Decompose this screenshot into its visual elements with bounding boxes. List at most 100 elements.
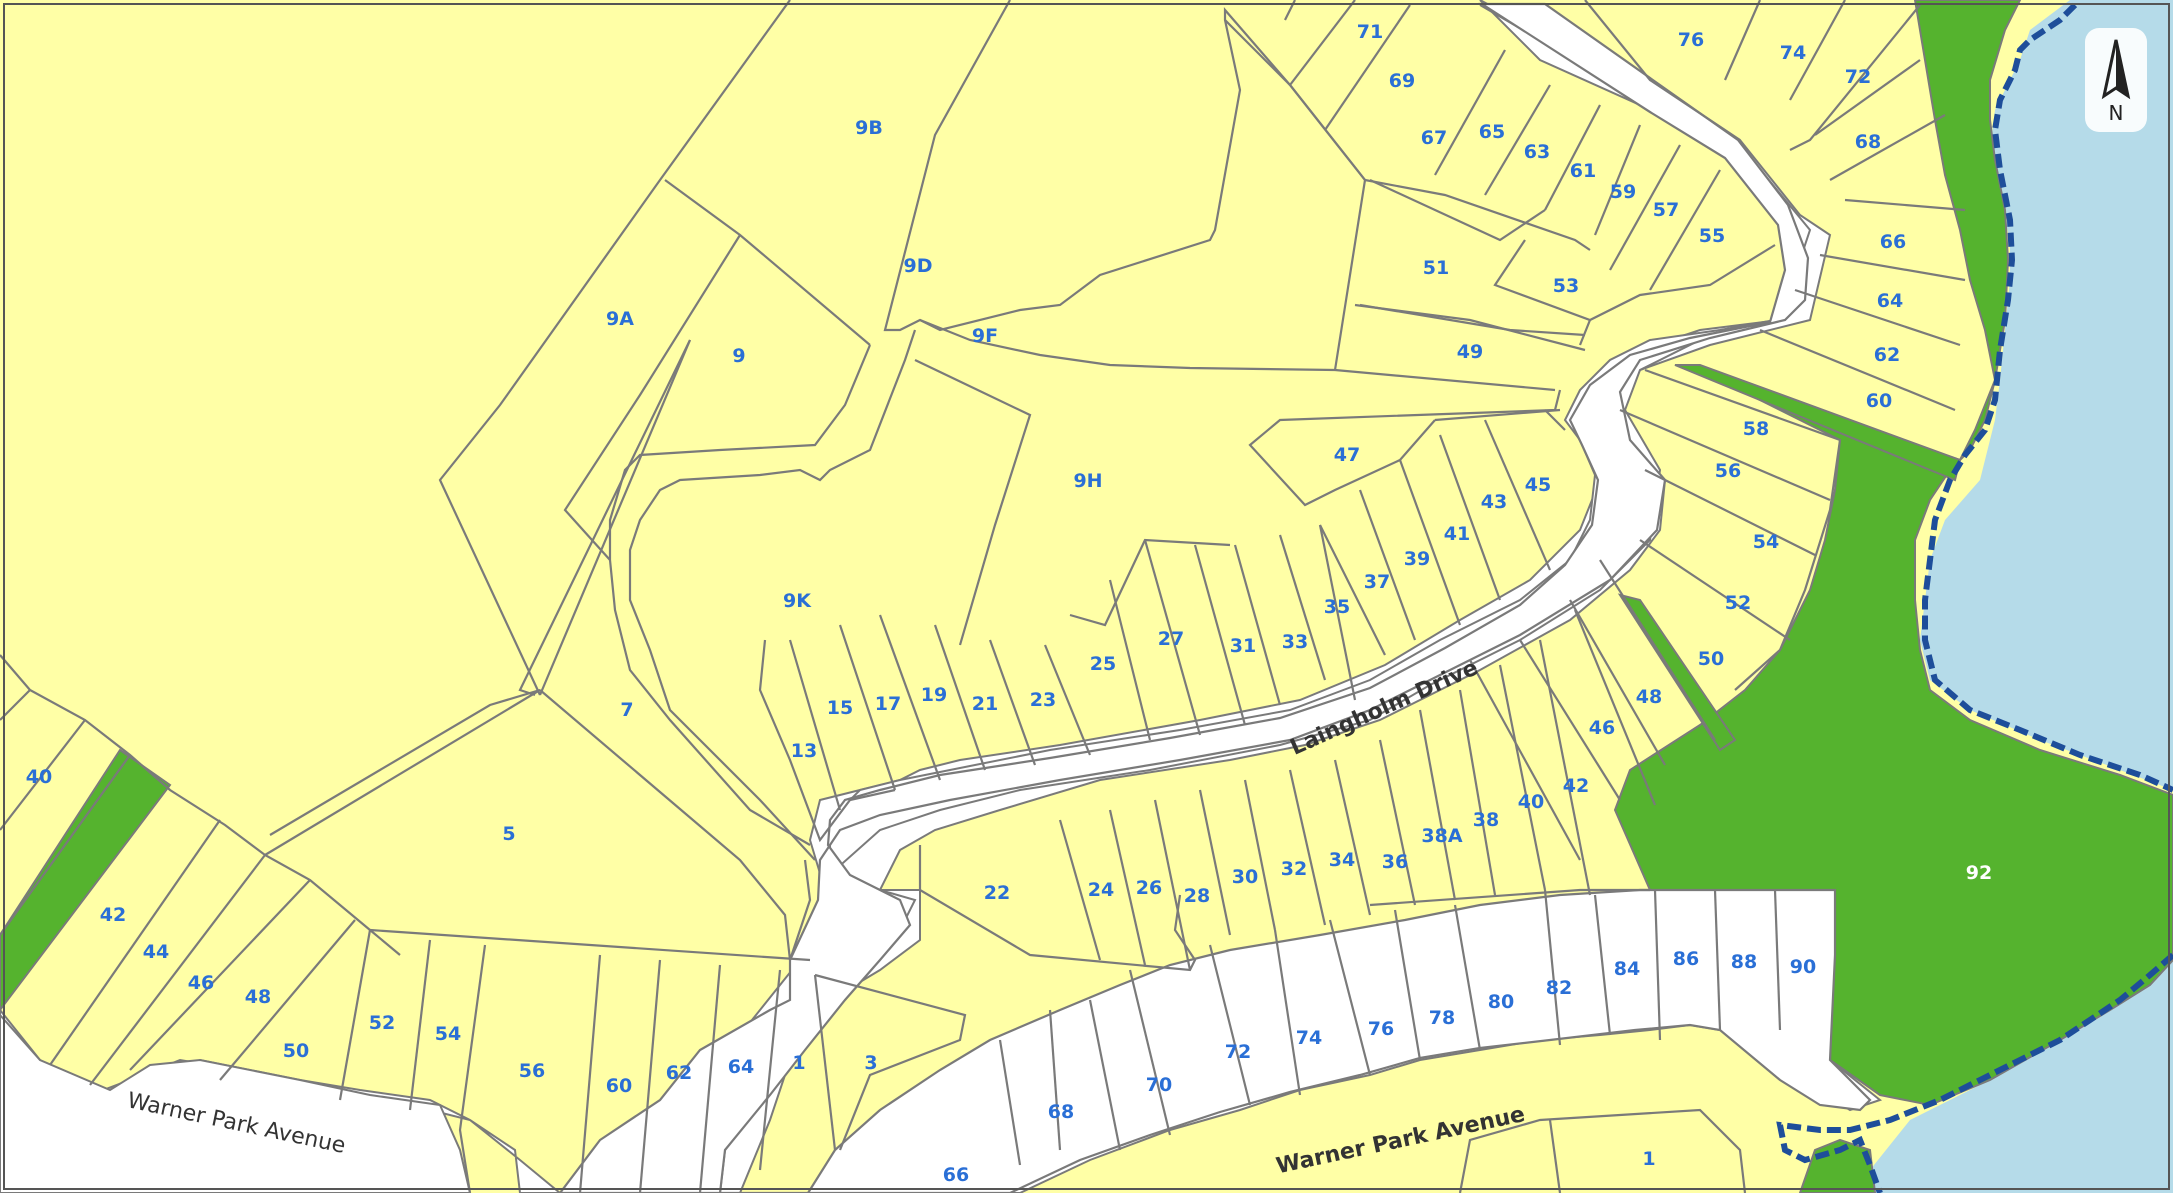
lot-label: 71 <box>1357 21 1383 43</box>
lot-label: 76 <box>1368 1018 1394 1040</box>
lot-label: 50 <box>1698 648 1724 670</box>
lot-label: 62 <box>1874 344 1900 366</box>
lot-label: 3 <box>864 1052 877 1074</box>
lot-label: 1 <box>792 1052 805 1074</box>
lot-label: 42 <box>1563 775 1589 797</box>
lot-label: 1 <box>1642 1148 1655 1170</box>
lot-label: 24 <box>1088 879 1114 901</box>
lot-label: 43 <box>1481 491 1507 513</box>
lot-label: 42 <box>100 904 126 926</box>
lot-label: 61 <box>1570 160 1596 182</box>
lot-label: 65 <box>1479 121 1505 143</box>
lot-label: 36 <box>1382 851 1408 873</box>
lot-label: 49 <box>1457 341 1483 363</box>
lot-label: 39 <box>1404 548 1430 570</box>
lot-label: 72 <box>1225 1041 1251 1063</box>
lot-label: 55 <box>1699 225 1725 247</box>
lot-label: 19 <box>921 684 947 706</box>
lot-label: 23 <box>1030 689 1056 711</box>
lot-label: 51 <box>1423 257 1449 279</box>
laingholm-drive-surface <box>0 0 1832 1193</box>
svg-text:N: N <box>2109 101 2124 125</box>
lot-label: 52 <box>369 1012 395 1034</box>
map-frame <box>3 3 2170 1190</box>
lot-label: 9D <box>904 255 933 277</box>
lot-label: 69 <box>1389 70 1415 92</box>
lot-label: 58 <box>1743 418 1769 440</box>
lot-label: 62 <box>666 1062 692 1084</box>
lot-label: 22 <box>984 882 1010 904</box>
lot-label: 86 <box>1673 948 1699 970</box>
lot-label: 74 <box>1780 42 1806 64</box>
lot-label: 47 <box>1334 444 1360 466</box>
lot-label: 48 <box>245 986 271 1008</box>
warner-park-avenue-surface <box>0 1013 472 1193</box>
lot-label: 9B <box>855 117 883 139</box>
lot-label: 21 <box>972 693 998 715</box>
lot-label: 66 <box>943 1164 969 1186</box>
lot-label: 32 <box>1281 858 1307 880</box>
lot-label: 66 <box>1880 231 1906 253</box>
lot-label: 38 <box>1473 809 1499 831</box>
road-clean <box>558 2 1872 1193</box>
lot-label: 37 <box>1364 571 1390 593</box>
lot-label: 52 <box>1725 592 1751 614</box>
reserve-strip-48 <box>1617 593 1737 752</box>
lot-label: 30 <box>1232 866 1258 888</box>
lot-label: 15 <box>827 697 853 719</box>
lot-label: 48 <box>1636 686 1662 708</box>
lot-label: 9K <box>783 590 812 612</box>
water-body <box>1860 0 2173 1193</box>
lot-label: 56 <box>1715 460 1741 482</box>
lot-label: 60 <box>606 1075 632 1097</box>
lot-label: 34 <box>1329 849 1355 871</box>
lot-label: 60 <box>1866 390 1892 412</box>
lot-label: 57 <box>1653 199 1679 221</box>
lot-label: 9A <box>606 308 634 330</box>
lot-label: 50 <box>283 1040 309 1062</box>
lot-label: 9F <box>972 325 998 347</box>
reserve-left <box>0 748 172 1012</box>
lot-label: 74 <box>1296 1027 1322 1049</box>
lot-label: 54 <box>1753 531 1779 553</box>
lot-label: 35 <box>1324 596 1350 618</box>
lot-label: 68 <box>1855 131 1881 153</box>
lot-label: 88 <box>1731 951 1757 973</box>
lot-labels: 71 69 67 65 63 61 59 57 55 53 51 49 76 7… <box>26 21 1992 1186</box>
lot-label: 33 <box>1282 631 1308 653</box>
lot-label: 40 <box>26 766 52 788</box>
lot-label: 40 <box>1518 791 1544 813</box>
lot-label: 54 <box>435 1023 461 1045</box>
lot-label: 56 <box>519 1060 545 1082</box>
lot-label: 82 <box>1546 977 1572 999</box>
lot-label: 13 <box>791 740 817 762</box>
lot-label: 31 <box>1230 635 1256 657</box>
lot-label: 17 <box>875 693 901 715</box>
lot-label: 76 <box>1678 29 1704 51</box>
lot-label: 72 <box>1845 66 1871 88</box>
lot-label: 26 <box>1136 877 1162 899</box>
lot-label: 7 <box>620 699 633 721</box>
lot-label: 46 <box>188 972 214 994</box>
lot-label: 9 <box>732 345 745 367</box>
lot-label: 67 <box>1421 127 1447 149</box>
lot-label: 41 <box>1444 523 1470 545</box>
lot-label: 9H <box>1073 470 1102 492</box>
lot-label: 64 <box>1877 290 1903 312</box>
lot-label: 25 <box>1090 653 1116 675</box>
lot-label: 59 <box>1610 181 1636 203</box>
lot-label: 27 <box>1158 628 1184 650</box>
parcel-lines <box>0 0 1966 1193</box>
lot-label: 53 <box>1553 275 1579 297</box>
lot-label: 45 <box>1525 474 1551 496</box>
lot-label: 28 <box>1184 885 1210 907</box>
lot-label: 68 <box>1048 1101 1074 1123</box>
lot-label: 5 <box>502 823 515 845</box>
coastline-boundary <box>1776 2 2173 1193</box>
lot-label: 84 <box>1614 958 1640 980</box>
lot-label: 38A <box>1421 825 1462 847</box>
lot-label: 64 <box>728 1056 754 1078</box>
lot-label: 70 <box>1146 1074 1172 1096</box>
